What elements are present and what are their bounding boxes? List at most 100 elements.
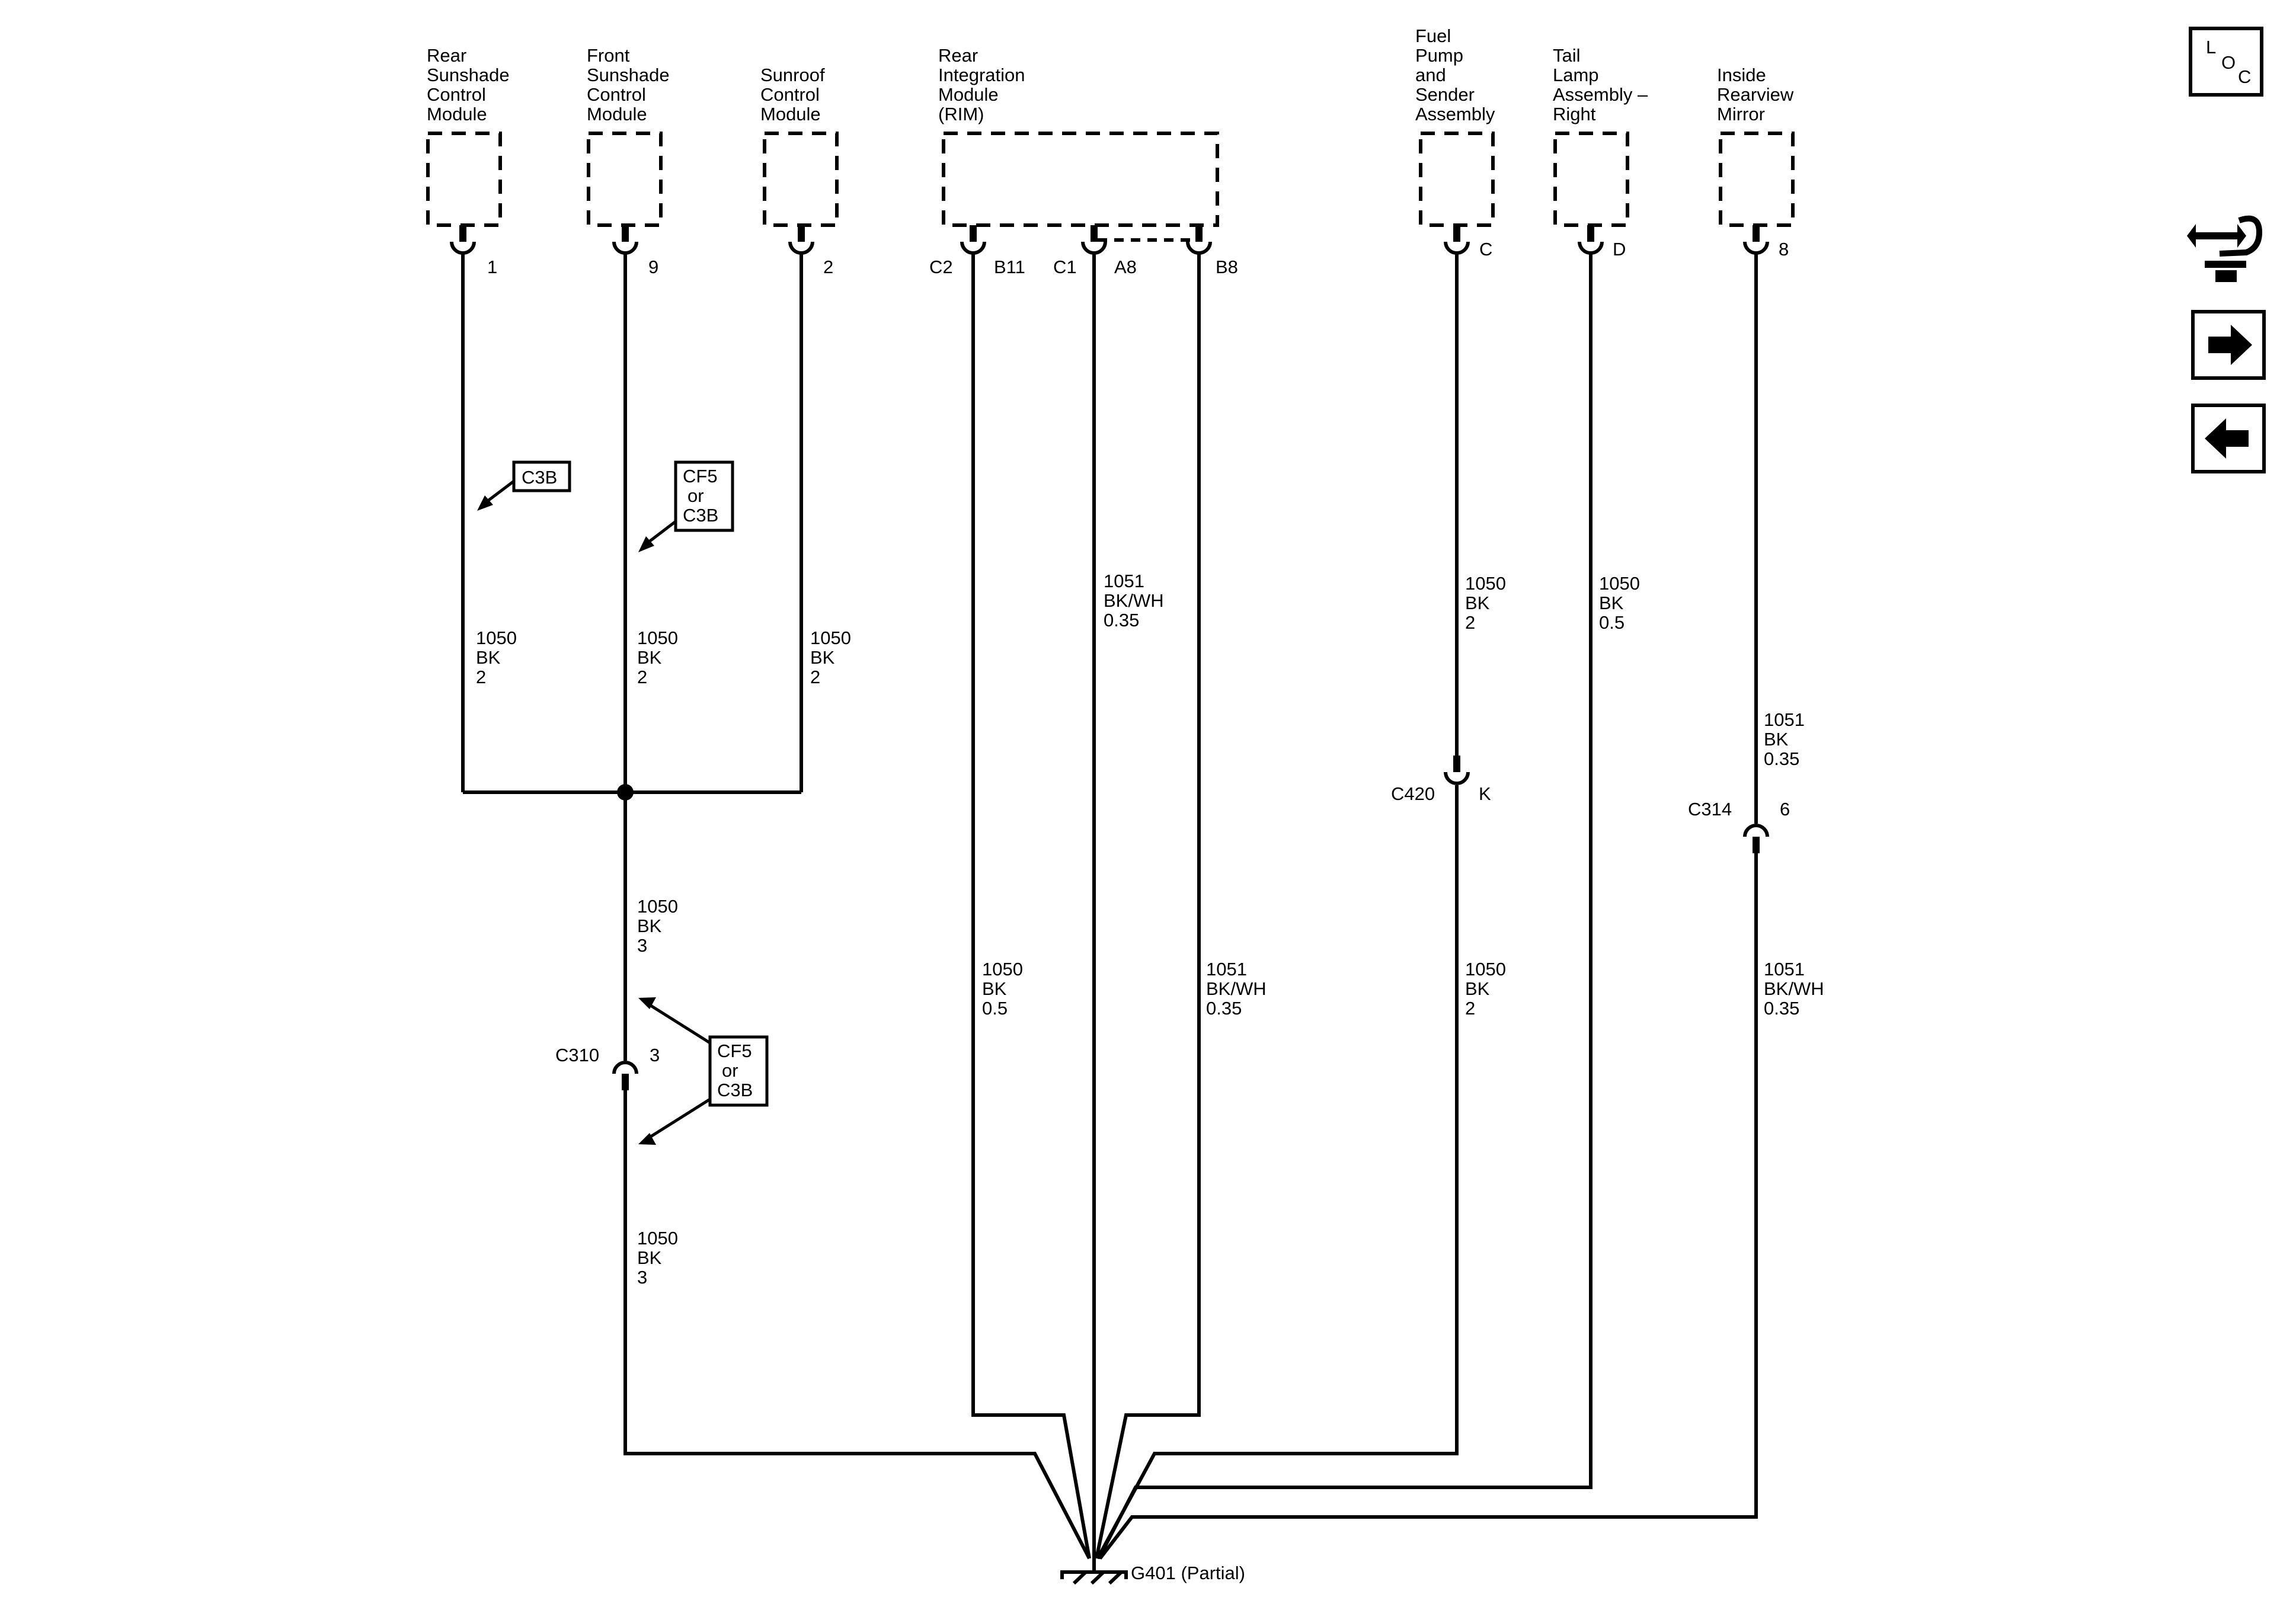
component-name-line: Sunroof [760,65,825,85]
tail-lamp-assembly-box[interactable] [1553,132,1629,227]
pin-label: B11 [994,257,1025,277]
svg-text:1050: 1050 [1465,573,1506,594]
connector-pin: 6 [1780,799,1790,820]
connector-c314[interactable]: C314 6 [1688,799,1790,853]
svg-text:BK/WH: BK/WH [1206,978,1267,999]
component-name-line: Lamp [1553,65,1599,85]
next-page-button[interactable] [2191,310,2266,380]
wire-label-fuel-lower: 1050 BK 2 [1465,959,1506,1019]
wire-fuel-lower[interactable] [1096,785,1459,1560]
svg-text:3: 3 [637,1267,647,1288]
ground-g401[interactable]: G401 (Partial) [1060,1558,1245,1585]
component-name-line: Assembly – [1553,84,1648,105]
terminal-rim-b11 [960,225,986,255]
loc-button[interactable]: L O C [2189,27,2263,97]
pin-label: D [1613,239,1626,260]
wire-label-tail-lamp: 1050 BK 0.5 [1599,573,1640,633]
wire-label-front-sunshade: 1050 BK 2 [637,628,678,687]
connector-pin: K [1479,783,1491,804]
component-name-line: Rear [427,45,466,66]
component-name-line: Module [587,104,647,124]
svg-text:BK: BK [1599,593,1624,613]
component-name-line: Control [760,84,820,105]
callout-c3b[interactable]: C3B [477,460,571,511]
svg-text:1050: 1050 [982,959,1023,980]
component-name-line: Inside [1717,65,1766,85]
svg-text:BK: BK [476,647,501,668]
arrow-right-icon [2208,325,2252,365]
svg-text:BK: BK [637,1247,662,1268]
callout-cf5-or-c3b-lower[interactable]: CF5 or C3B [638,997,769,1145]
wire-c310-to-ground[interactable] [623,1083,1091,1560]
wire-mirror-lower[interactable] [1098,846,1758,1560]
svg-text:1051: 1051 [1764,709,1805,730]
component-name-line: Module [427,104,487,124]
terminal-rim-b8 [1186,225,1212,255]
component-name-line: Fuel [1415,25,1451,46]
callout-cf5-or-c3b-upper[interactable]: CF5 or C3B [638,460,734,552]
sunroof-module-box[interactable] [763,132,839,227]
component-name-line: Module [938,84,999,105]
pin-label: A8 [1114,257,1137,277]
pin-label: 2 [823,257,833,277]
sunroof-component: Sunroof Control Module 2 [760,65,839,277]
connector-c420[interactable]: C420 K [1391,756,1491,804]
top-terminals [450,225,1769,255]
svg-text:3: 3 [637,935,647,956]
loc-letter: L [2206,37,2216,57]
wire-label-sunroof: 1050 BK 2 [810,628,851,687]
wire-tail-lamp[interactable] [1097,253,1593,1560]
component-name-line: Mirror [1717,104,1765,124]
svg-text:1050: 1050 [637,628,678,648]
pin-label: 9 [648,257,658,277]
svg-text:BK/WH: BK/WH [1104,590,1164,611]
wire-label-rim-b11: 1050 BK 0.5 [982,959,1023,1019]
svg-text:2: 2 [1465,998,1475,1019]
component-name-line: Rearview [1717,84,1794,105]
inside-mirror-box[interactable] [1719,132,1795,227]
svg-text:1050: 1050 [637,896,678,917]
connector-swap-icon[interactable] [2187,215,2263,282]
arrow-left-icon [2205,418,2249,459]
callout-text: or [687,485,704,506]
component-name-line: Pump [1415,45,1463,66]
front-sunshade-module-box[interactable] [587,132,663,227]
svg-text:BK: BK [982,978,1007,999]
svg-text:0.35: 0.35 [1764,748,1799,769]
terminal-tail-lamp [1578,225,1604,255]
wire-label-rear-sunshade: 1050 BK 2 [476,628,517,687]
pin-label: C [1479,239,1492,260]
connector-c310[interactable]: C310 3 [555,1045,660,1090]
svg-text:1051: 1051 [1104,571,1144,591]
component-name-line: Sunshade [427,65,510,85]
rear-sunshade-module-box[interactable] [426,132,502,227]
wire-rim-b8[interactable] [1095,253,1201,1559]
pin-label: C2 [929,257,953,277]
callout-text: C3B [522,467,557,488]
wire-rim-b11[interactable] [971,253,1091,1559]
svg-text:1050: 1050 [1465,959,1506,980]
loc-letter: C [2238,66,2251,87]
pin-label: 8 [1779,239,1789,260]
loc-letter: O [2221,52,2236,73]
component-name-line: Sender [1415,84,1475,105]
pin-label: 1 [487,257,497,277]
svg-text:BK: BK [1465,978,1490,999]
wire-label-splice-to-c310: 1050 BK 3 [637,896,678,956]
fuel-pump-assembly-box[interactable] [1419,132,1495,227]
terminal-fuel-pump [1444,225,1470,255]
rim-module-box[interactable] [942,132,1219,227]
previous-page-button[interactable] [2191,404,2266,473]
wire-label-rim-b8: 1051 BK/WH 0.35 [1206,959,1267,1019]
front-sunshade-component: Front Sunshade Control Module 9 [587,45,670,277]
svg-text:2: 2 [1465,612,1475,633]
wire-labels: 1050 BK 2 1050 BK 2 1050 BK 2 1050 BK 3 … [476,571,1824,1288]
wire-label-mirror-upper: 1051 BK 0.35 [1764,709,1805,769]
svg-text:BK/WH: BK/WH [1764,978,1824,999]
wire-label-mirror-lower: 1051 BK/WH 0.35 [1764,959,1824,1019]
svg-text:0.5: 0.5 [982,998,1008,1019]
callout-text: CF5 [717,1041,752,1061]
callout-text: C3B [717,1080,753,1100]
connector-pin: 3 [650,1045,660,1065]
